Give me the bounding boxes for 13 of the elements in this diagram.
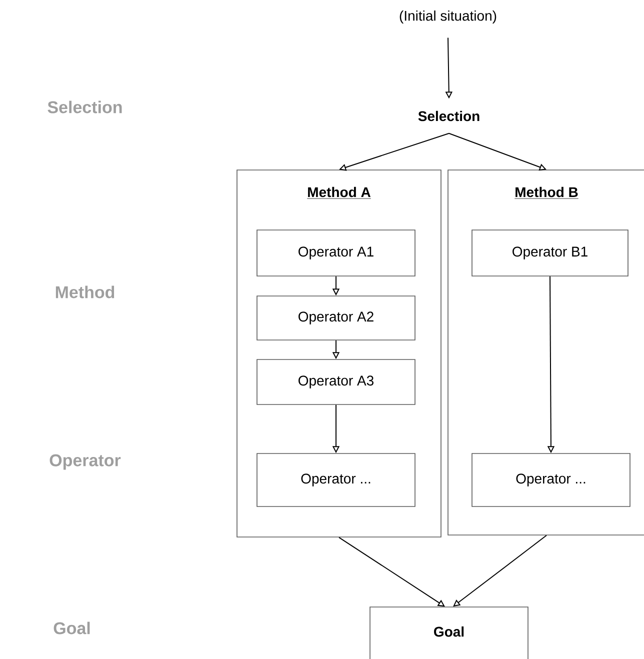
operator-box: Operator A2 — [256, 296, 416, 340]
operator-box: Operator A3 — [256, 359, 416, 405]
operator-box: Operator B1 — [472, 230, 628, 276]
level-label: Method — [56, 286, 114, 298]
operator-box: Operator ... — [472, 453, 630, 507]
selection-text: Selection — [418, 110, 480, 122]
level-label: Operator — [50, 454, 121, 470]
situation-text: (Initial situation) — [400, 10, 496, 24]
goal-box: Goal — [370, 606, 528, 659]
operator-box: Operator ... — [256, 453, 416, 507]
level-label: Selection — [48, 100, 122, 114]
level-label: Goal — [54, 622, 90, 634]
operator-box: Operator A1 — [256, 230, 416, 276]
